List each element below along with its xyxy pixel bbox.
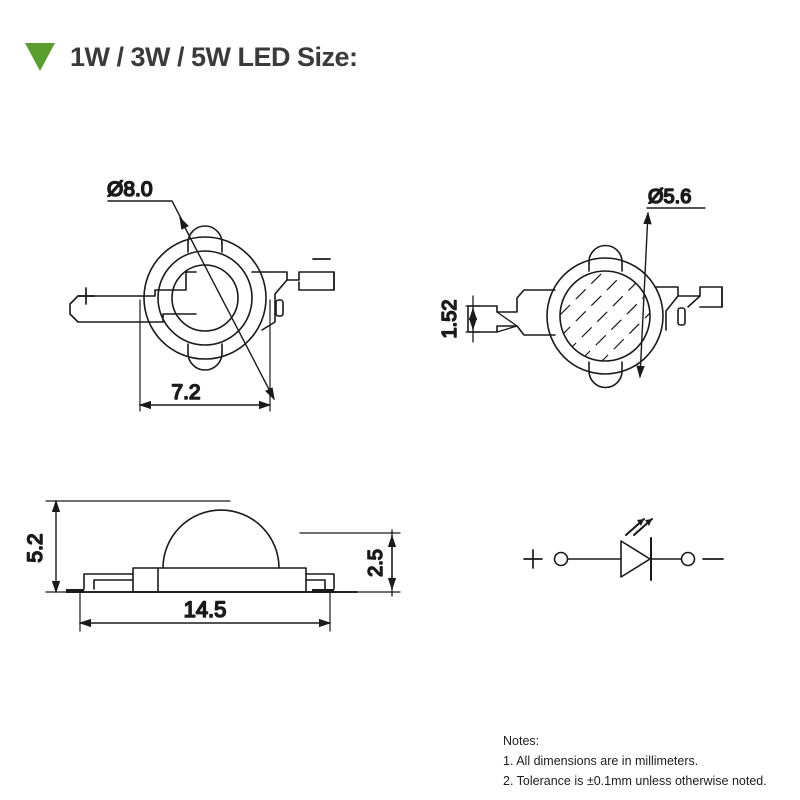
bottom-bump — [187, 352, 223, 371]
led-top-view: Ø8.0 7.2 — [69, 177, 335, 412]
dimension-5-2 — [45, 499, 231, 594]
led-side-view: 5.2 2.5 14.5 — [23, 499, 401, 632]
cathode-node — [680, 551, 696, 567]
note-item-1: 1. All dimensions are in millimeters. — [503, 754, 699, 768]
diode-triangle — [620, 540, 651, 578]
right-lead-side — [305, 573, 335, 590]
led-circuit-symbol — [523, 518, 724, 581]
package-body — [132, 567, 307, 593]
dimension-label-2-5: 2.5 — [365, 549, 387, 577]
dimension-label-1-52: 1.52 — [439, 300, 461, 339]
dimension-label-diameter-5-6: Ø5.6 — [648, 186, 691, 208]
bottom-bump-2 — [588, 370, 623, 389]
lens-circle — [171, 264, 239, 332]
dimension-label-5-2: 5.2 — [24, 533, 47, 562]
triangle-down-icon — [25, 43, 55, 71]
schematic-plus-mark — [523, 549, 543, 569]
diameter-8-leader — [107, 200, 275, 401]
lens-dome — [162, 509, 280, 569]
dimension-14-5 — [78, 591, 332, 632]
top-bump-2 — [588, 244, 623, 263]
right-lead-outline-2 — [654, 286, 723, 331]
polarity-plus-mark — [77, 287, 95, 305]
light-emission-arrows — [625, 518, 653, 536]
diameter-5-6-leader — [636, 207, 706, 379]
anode-node — [553, 551, 569, 567]
dimension-1-52 — [465, 295, 481, 343]
outer-body-circle-2 — [546, 257, 664, 375]
dimension-label-7-2: 7.2 — [171, 381, 200, 404]
reflector-disc — [559, 270, 651, 362]
left-lead-side — [83, 573, 134, 590]
notes-block: Notes: 1. All dimensions are in millimet… — [503, 731, 800, 791]
notes-heading: Notes: — [503, 734, 540, 748]
dimension-label-14-5: 14.5 — [184, 597, 227, 622]
led-bottom-view: Ø5.6 1.52 — [438, 185, 723, 389]
note-item-2: 2. Tolerance is ±0.1mm unless otherwise … — [503, 774, 767, 788]
top-bump — [187, 225, 223, 244]
page-title: 1W / 3W / 5W LED Size: — [70, 41, 358, 72]
page-header: 1W / 3W / 5W LED Size: — [0, 30, 800, 84]
dimension-2-5 — [299, 529, 401, 597]
outer-body-circle — [143, 236, 267, 360]
dimension-label-diameter-8: Ø8.0 — [107, 178, 153, 201]
left-lead-outline-2 — [467, 289, 556, 336]
